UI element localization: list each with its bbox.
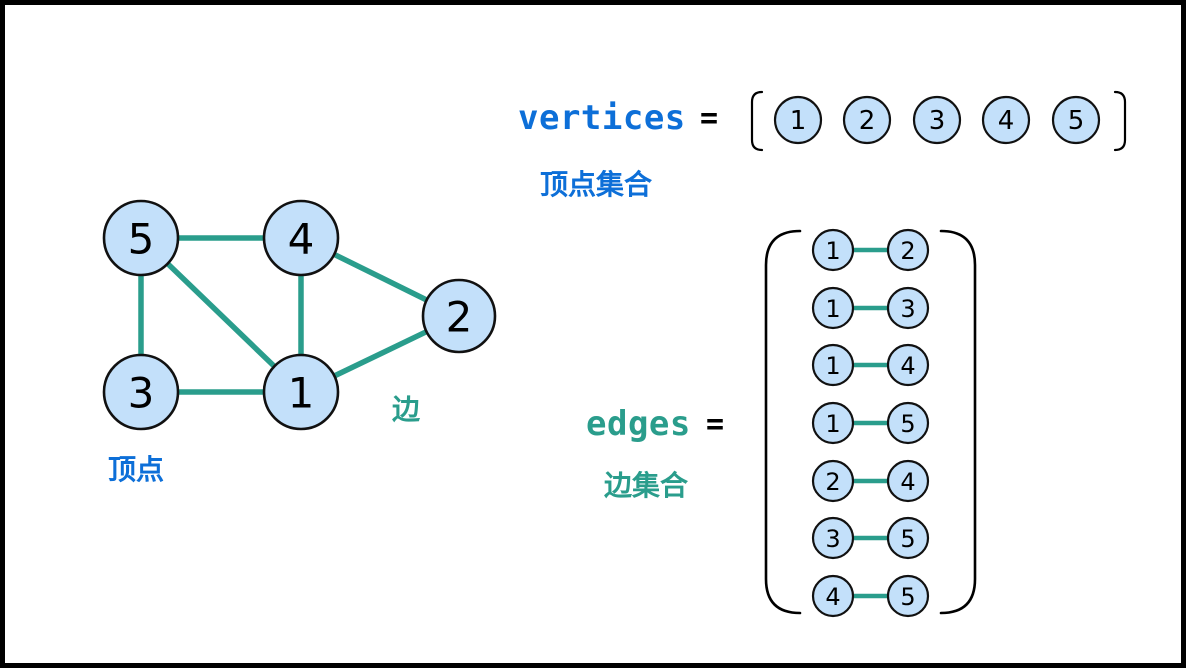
edges-row-5-left-label: 2 — [825, 468, 840, 496]
vertices-item-label-4: 4 — [998, 106, 1015, 136]
edges-row-4-right-node[interactable] — [886, 401, 930, 445]
edges-row-2-right-label: 3 — [900, 295, 915, 323]
graph-edge-5-1 — [163, 259, 279, 371]
graph-node-label-2: 2 — [446, 293, 473, 342]
graph-node-2[interactable] — [421, 278, 497, 354]
vertices-circle-group: 1 2 3 4 5 — [773, 95, 1101, 145]
vertices-caption-cn: 顶点集合 — [540, 168, 653, 201]
vertices-item-3[interactable] — [912, 95, 962, 145]
edges-bracket — [764, 229, 977, 615]
graph-edge-group — [138, 235, 431, 395]
edges-row-7-left-label: 4 — [825, 583, 840, 611]
vertices-item-1[interactable] — [773, 95, 823, 145]
edges-row-3-left-label: 1 — [825, 352, 840, 380]
edges-row-1-right-node[interactable] — [886, 228, 930, 272]
graph-vertex-caption: 顶点 — [108, 453, 165, 486]
vertices-bracket — [750, 90, 1127, 152]
vertices-label: vertices — [518, 98, 686, 138]
edges-row-4-left-label: 1 — [825, 410, 840, 438]
edges-row-5-right-node[interactable] — [886, 459, 930, 503]
vertices-item-2[interactable] — [842, 95, 892, 145]
edges-row-5-right-label: 4 — [900, 468, 915, 496]
edges-row-1-right-label: 2 — [900, 237, 915, 265]
graph-node-1[interactable] — [262, 353, 340, 431]
edges-row-3-right-label: 4 — [900, 352, 915, 380]
graph-node-label-4: 4 — [288, 215, 315, 264]
edges-equals-sign: = — [706, 407, 725, 442]
vertices-item-5[interactable] — [1051, 95, 1101, 145]
vertices-equals-sign: = — [700, 101, 719, 136]
vertices-bracket-right — [1113, 90, 1127, 152]
graph-node-group: 5 4 2 3 1 — [102, 199, 497, 431]
edges-row-7-right-node[interactable] — [886, 574, 930, 618]
edges-row-2-right-node[interactable] — [886, 286, 930, 330]
edges-row-2-left-label: 1 — [825, 295, 840, 323]
graph-node-label-3: 3 — [128, 369, 155, 418]
edges-row-6-right-label: 5 — [900, 525, 915, 553]
graph-node-3[interactable] — [102, 353, 180, 431]
edges-bracket-right — [939, 229, 977, 615]
edges-row-4-left-node[interactable] — [811, 401, 855, 445]
edges-row-5-left-node[interactable] — [811, 459, 855, 503]
edges-bracket-left — [764, 229, 802, 615]
edges-row-1-left-label: 1 — [825, 237, 840, 265]
edges-row-4-right-label: 5 — [900, 410, 915, 438]
vertices-item-label-1: 1 — [790, 106, 807, 136]
edges-row-6-right-node[interactable] — [886, 516, 930, 560]
graph-node-4[interactable] — [262, 199, 340, 277]
vertices-item-label-5: 5 — [1068, 106, 1085, 136]
edges-row-7-right-label: 5 — [900, 583, 915, 611]
graph-edge-1-2 — [330, 327, 431, 380]
vertices-item-label-2: 2 — [859, 106, 876, 136]
edges-row-3-right-node[interactable] — [886, 343, 930, 387]
edges-row-2-left-node[interactable] — [811, 286, 855, 330]
graph-edge-4-2 — [330, 250, 431, 304]
edges-row-3-left-node[interactable] — [811, 343, 855, 387]
vertices-item-label-3: 3 — [929, 106, 946, 136]
graph-edge-caption: 边 — [392, 393, 421, 426]
edges-row-group: 1 2 1 3 1 4 1 5 2 4 3 5 4 5 — [811, 228, 930, 618]
edges-row-1-left-node[interactable] — [811, 228, 855, 272]
edges-caption-cn: 边集合 — [604, 469, 689, 502]
edges-label: edges — [586, 404, 691, 444]
edges-row-6-left-node[interactable] — [811, 516, 855, 560]
edges-row-6-left-label: 3 — [825, 525, 840, 553]
graph-node-label-5: 5 — [128, 215, 155, 264]
edges-row-7-left-node[interactable] — [811, 574, 855, 618]
graph-node-label-1: 1 — [288, 369, 315, 418]
vertices-item-4[interactable] — [981, 95, 1031, 145]
graph-node-5[interactable] — [102, 199, 180, 277]
vertices-bracket-left — [750, 90, 764, 152]
